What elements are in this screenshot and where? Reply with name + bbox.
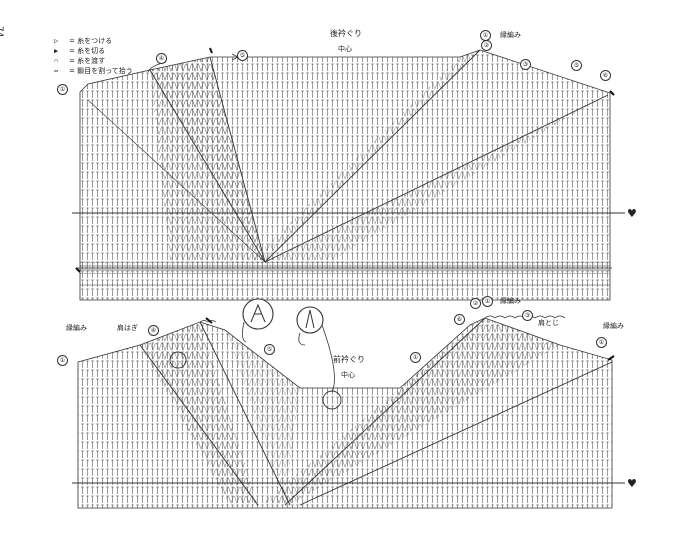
legend-text: = 糸を渡す <box>69 57 106 65</box>
front-marker-1: ① <box>57 355 68 366</box>
back-marker-4: ④ <box>156 53 167 64</box>
back-marker-5: ⑤ <box>237 50 248 61</box>
back-marker-2: ② <box>481 40 492 51</box>
front-marker-5: ⑤ <box>264 344 275 355</box>
front-marker-1b: ① <box>410 352 421 363</box>
front-edge-label-left: 縁編み <box>66 324 87 332</box>
front-neck-chart <box>72 298 625 509</box>
legend-item: ⌒ = 糸を渡す <box>54 56 133 66</box>
front-heart-icon: ♥ <box>627 477 637 490</box>
back-edge-label: 縁編み <box>500 31 521 39</box>
legend-item: ⇔ = 鎖目を割って拾う <box>54 66 133 76</box>
shoulder-seam-left-label: 肩はぎ <box>117 324 138 332</box>
back-marker-3: ③ <box>520 59 531 70</box>
front-edge-label-top: 縁編み <box>500 297 521 305</box>
attach-yarn-icon: ▷ <box>54 37 59 45</box>
front-marker-2: ② <box>470 298 481 309</box>
back-neck-title: 後衿ぐり <box>330 29 362 38</box>
back-heart-icon: ♥ <box>627 207 637 220</box>
front-marker-3: ③ <box>522 310 533 321</box>
front-neck-title: 前衿ぐり <box>333 355 365 364</box>
legend-text: = 糸を切る <box>69 47 106 55</box>
back-center-label: 中心 <box>338 45 352 53</box>
front-marker-6: ⑥ <box>454 314 465 325</box>
back-neck-chart <box>72 47 625 301</box>
front-edge-label-right: 縁編み <box>603 322 624 330</box>
front-marker-4: ④ <box>148 325 159 336</box>
back-marker-1: ① <box>57 84 68 95</box>
back-marker-6: ⑥ <box>600 70 611 81</box>
legend-text: = 糸をつける <box>69 37 113 45</box>
front-marker-1c: ① <box>482 296 493 307</box>
cut-yarn-icon: ▶ <box>54 47 59 55</box>
legend-text: = 鎖目を割って拾う <box>69 67 133 75</box>
carry-yarn-icon: ⌒ <box>54 57 59 65</box>
legend-item: ▷ = 糸をつける <box>54 36 133 46</box>
legend-item: ▶ = 糸を切る <box>54 46 133 56</box>
shoulder-seam-right-label: 肩とじ <box>538 319 559 327</box>
split-chain-icon: ⇔ <box>54 67 59 75</box>
front-marker-1d: ① <box>596 337 607 348</box>
legend: ▷ = 糸をつける ▶ = 糸を切る ⌒ = 糸を渡す ⇔ = 鎖目を割って拾う <box>54 36 133 76</box>
back-marker-5b: ⑤ <box>571 60 582 71</box>
front-center-label: 中心 <box>341 371 355 379</box>
